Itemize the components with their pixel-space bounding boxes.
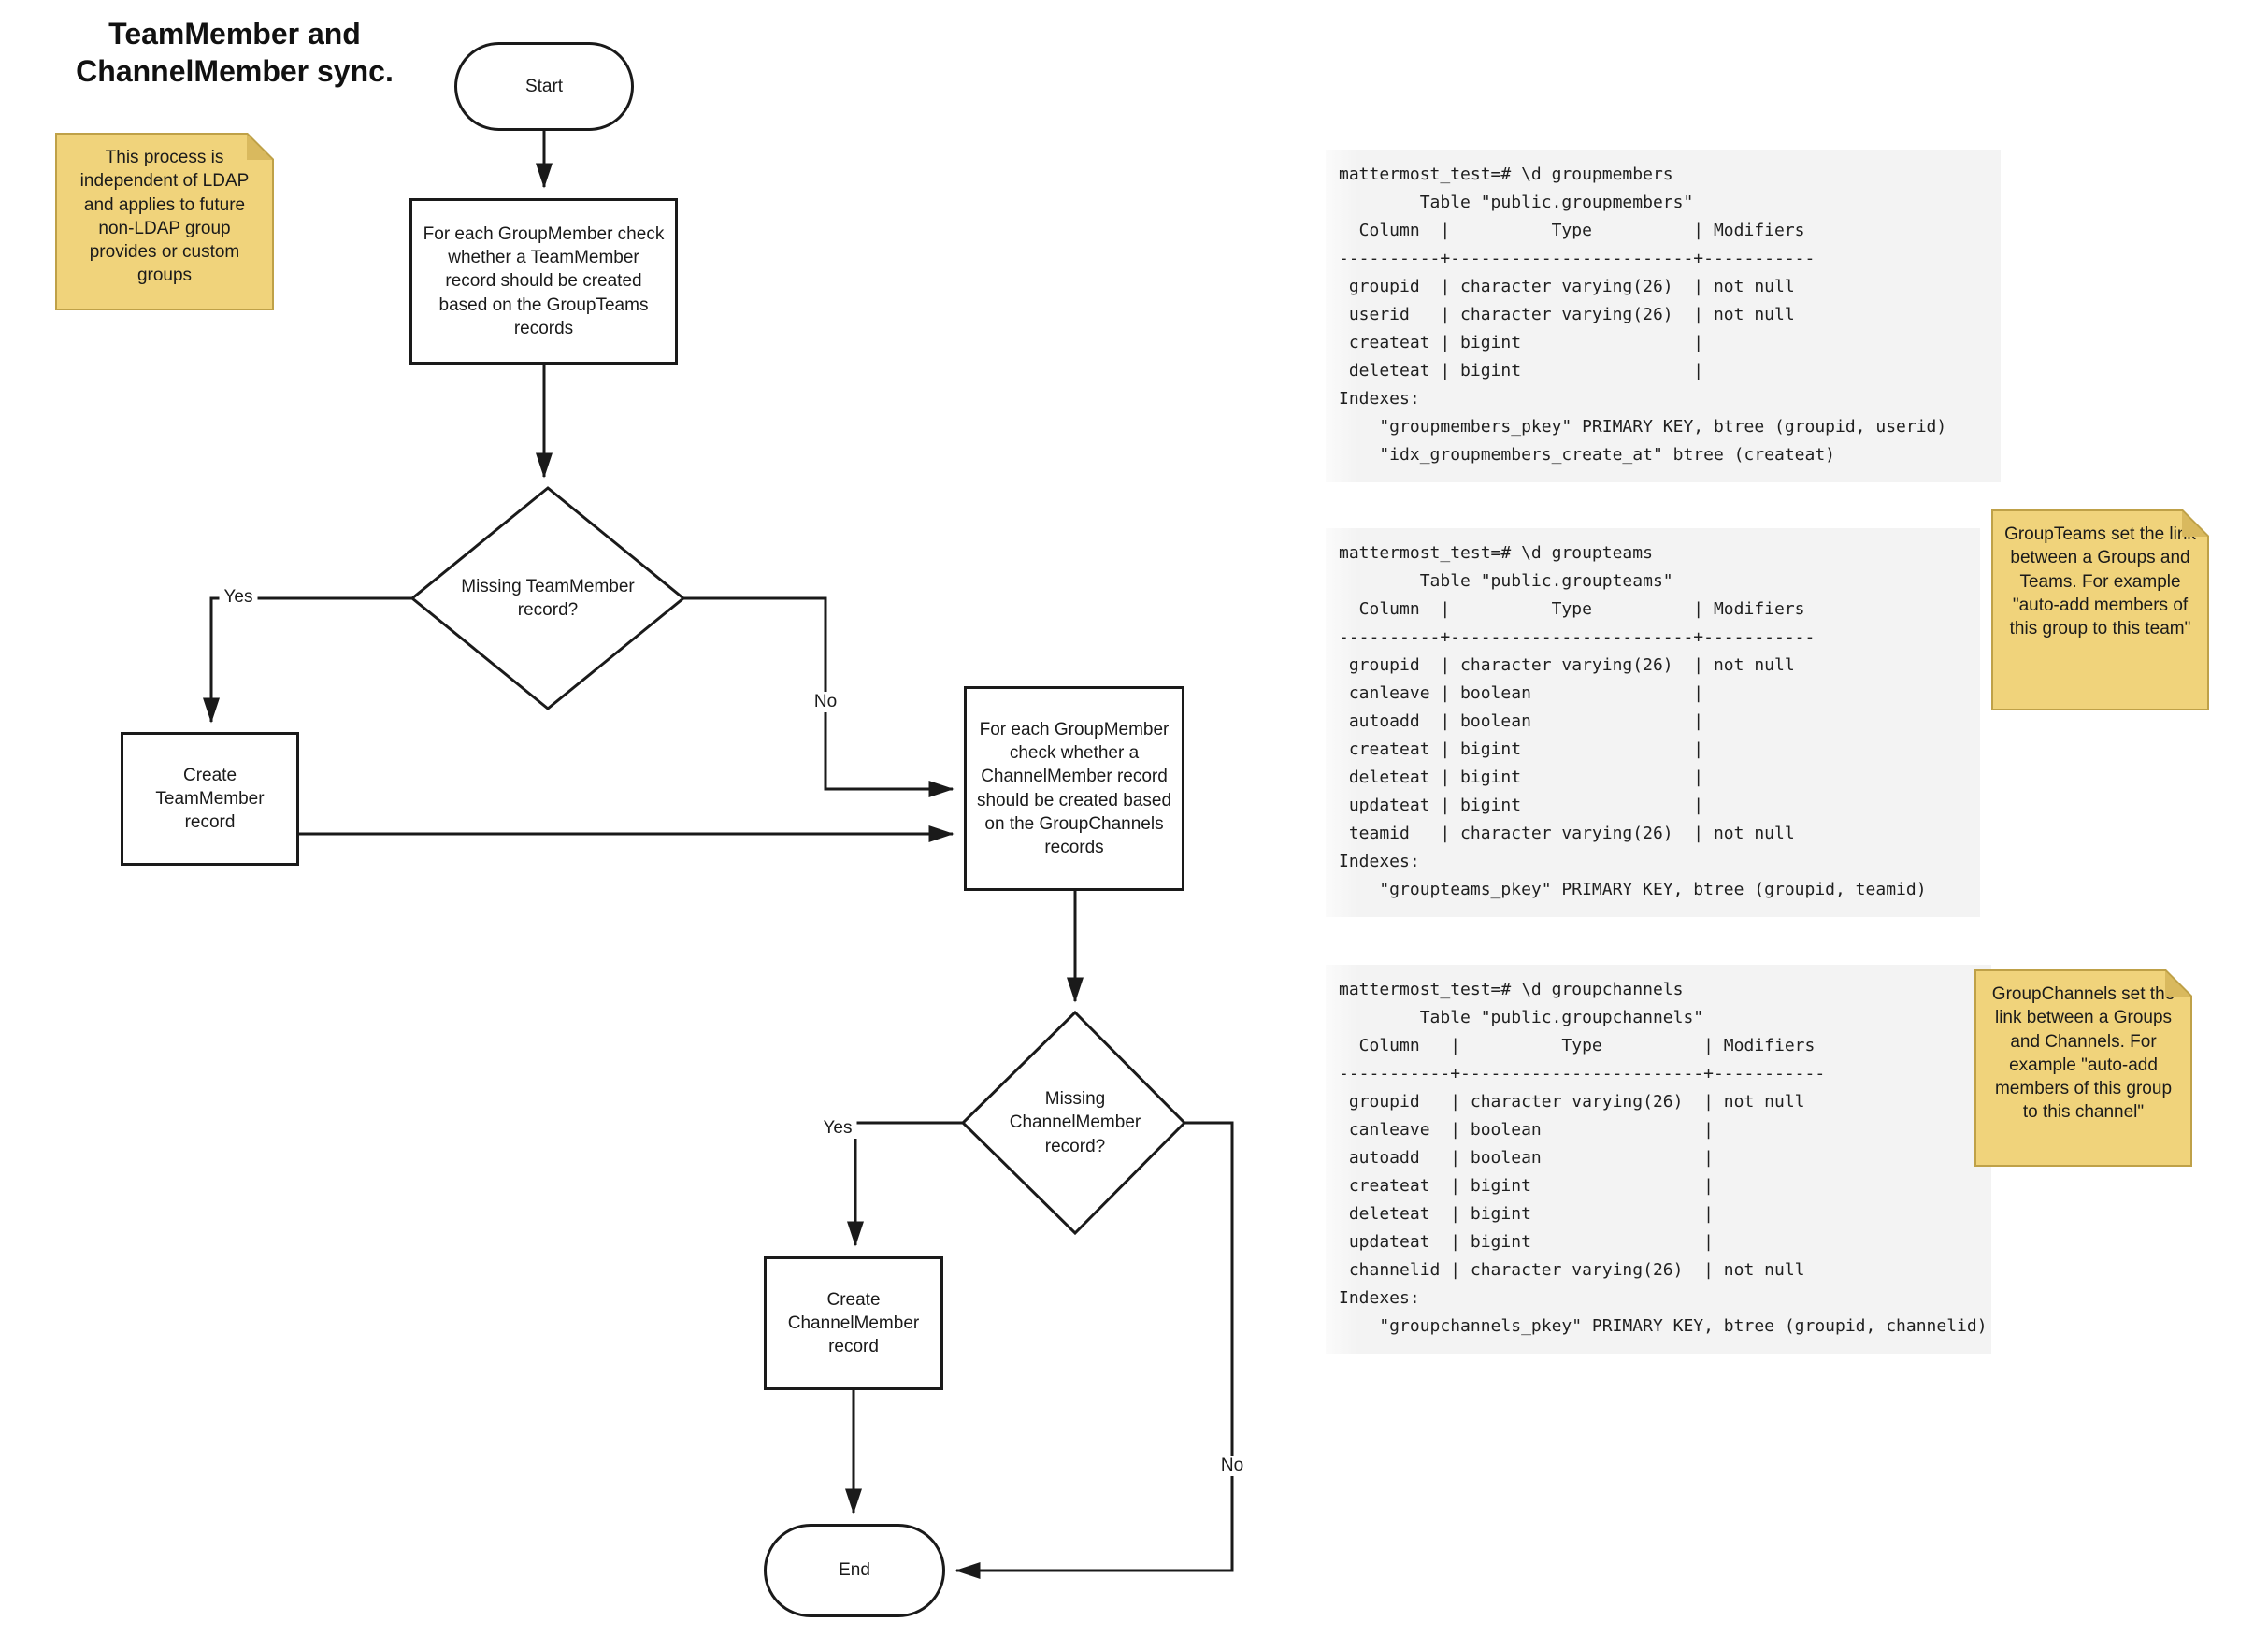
psql-output-groupchannels: mattermost_test=# \d groupchannels Table… xyxy=(1326,965,1991,1354)
psql-output-groupmembers-text: mattermost_test=# \d groupmembers Table … xyxy=(1339,165,1947,465)
edge-label-no-channel: No xyxy=(1215,1456,1249,1476)
decision-team-diamond xyxy=(409,486,686,710)
create-team-member-node: Create TeamMember record xyxy=(121,732,299,866)
decision-team-label: Missing TeamMember record? xyxy=(461,576,635,620)
start-node: Start xyxy=(454,42,634,131)
edge-decision2-no-to-end xyxy=(955,1121,1234,1579)
end-node: End xyxy=(764,1524,945,1617)
edge-label-no-team: No xyxy=(809,692,842,712)
sticky-note-groupchannels-text: GroupChannels set the link between a Gro… xyxy=(1976,971,2190,1165)
sticky-note-ldap-text: This process is independent of LDAP and … xyxy=(57,135,272,309)
psql-output-groupmembers: mattermost_test=# \d groupmembers Table … xyxy=(1326,150,2001,482)
edge-decision2-yes-to-create-channel xyxy=(847,1121,963,1247)
sticky-note-groupteams-text: GroupTeams set the link between a Groups… xyxy=(1993,511,2207,709)
edge-label-yes-team: Yes xyxy=(219,587,258,608)
process-group-teams-node: For each GroupMember check whether a Tea… xyxy=(409,198,678,365)
create-channel-member-node: Create ChannelMember record xyxy=(764,1256,943,1390)
sticky-note-groupchannels: GroupChannels set the link between a Gro… xyxy=(1974,969,2192,1167)
psql-output-groupchannels-text: mattermost_test=# \d groupchannels Table… xyxy=(1339,980,1988,1336)
edge-decision1-yes-to-create-team xyxy=(203,596,412,724)
process-group-channels-node: For each GroupMember check whether a Cha… xyxy=(964,686,1184,891)
decision-channel-label: Missing ChannelMember record? xyxy=(1009,1089,1141,1156)
page-title: TeamMember and ChannelMember sync. xyxy=(76,17,394,88)
sticky-note-groupteams: GroupTeams set the link between a Groups… xyxy=(1991,509,2209,710)
edge-label-yes-channel: Yes xyxy=(818,1118,857,1139)
sticky-note-ldap: This process is independent of LDAP and … xyxy=(55,133,274,310)
psql-output-groupteams-text: mattermost_test=# \d groupteams Table "p… xyxy=(1339,543,1927,899)
psql-output-groupteams: mattermost_test=# \d groupteams Table "p… xyxy=(1326,528,1980,917)
decision-channel-diamond xyxy=(960,1010,1187,1236)
